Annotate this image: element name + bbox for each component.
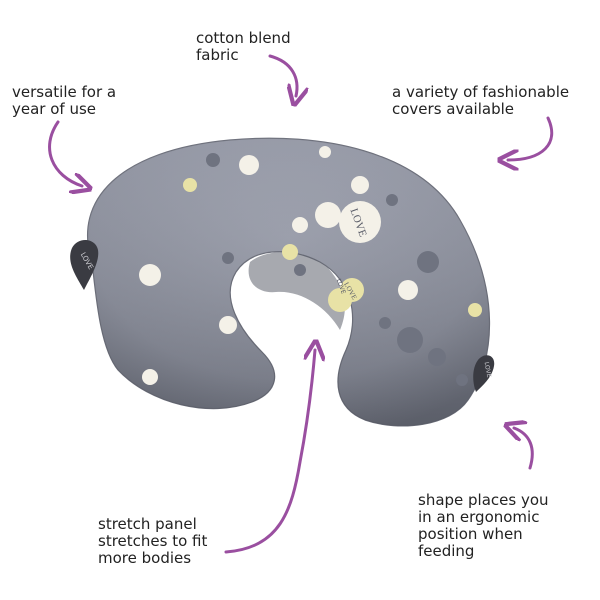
annotation-line: position when: [418, 525, 523, 543]
annotation-line: shape places you: [418, 491, 549, 509]
annotation-line: fabric: [196, 46, 239, 64]
heart-prints: LOVE LOVE: [70, 239, 495, 392]
annotation-arrows: [48, 54, 554, 554]
heart-print-right: LOVE: [483, 361, 493, 378]
annotation-line: stretch panel: [98, 515, 197, 533]
annotation-line: covers available: [392, 100, 514, 118]
arrow-covers: [508, 116, 554, 160]
arrow-stretch: [224, 350, 315, 554]
annotation-stretch-panel: stretch panel stretches to fit more bodi…: [98, 516, 207, 567]
stretch-panel: [248, 251, 345, 330]
annotation-line: feeding: [418, 542, 475, 560]
annotation-line: year of use: [12, 100, 97, 118]
polka-dots: [139, 146, 482, 386]
annotation-line: versatile for a: [12, 83, 117, 101]
annotation-versatile: versatile for a year of use: [12, 84, 116, 118]
annotation-line: more bodies: [98, 549, 192, 567]
annotation-line: in an ergonomic: [418, 508, 540, 526]
annotation-line: cotton blend: [196, 29, 291, 47]
annotation-line: a variety of fashionable: [392, 83, 570, 101]
annotation-covers: a variety of fashionable covers availabl…: [392, 84, 569, 118]
love-badges: LOVE LOVE: [292, 201, 381, 302]
annotation-line: stretches to fit: [98, 532, 208, 550]
annotation-cotton-blend: cotton blend fabric: [196, 30, 291, 64]
arrow-shape: [514, 428, 534, 470]
arrow-versatile: [48, 120, 82, 186]
arrow-cotton: [268, 54, 297, 96]
annotation-shape: shape places you in an ergonomic positio…: [418, 492, 549, 560]
